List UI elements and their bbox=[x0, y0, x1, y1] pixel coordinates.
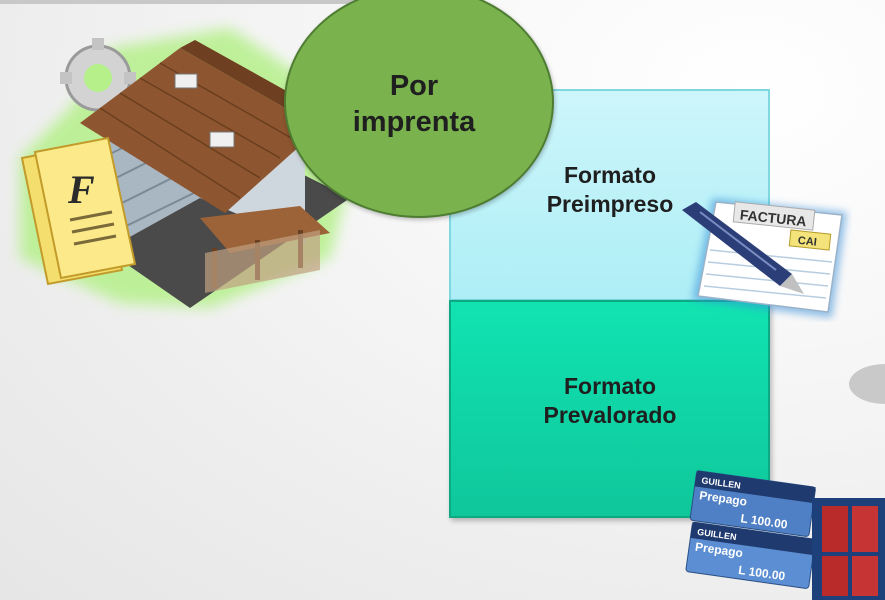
svg-text:Prepago: Prepago bbox=[698, 488, 747, 509]
pen-icon bbox=[682, 202, 804, 294]
panel-bottom-line-1: Formato bbox=[564, 373, 656, 399]
prepaid-cards-illustration: GUILLEN Prepago L 100.00 GUILLEN Prepago… bbox=[685, 470, 885, 600]
oval-line-1: Por bbox=[389, 70, 439, 102]
document-icon: F bbox=[20, 136, 137, 286]
svg-text:L 100.00: L 100.00 bbox=[740, 511, 789, 531]
formato-prevalorado-label: Formato Prevalorado bbox=[505, 372, 715, 430]
partial-shape bbox=[849, 364, 885, 404]
panel-top-line-2: Preimpreso bbox=[546, 190, 674, 217]
prepaid-card: GUILLEN Prepago L 100.00 bbox=[689, 470, 816, 537]
cai-text: CAI bbox=[797, 235, 817, 249]
formato-preimpreso-label: Formato Preimpreso bbox=[505, 161, 715, 219]
svg-text:Prepago: Prepago bbox=[694, 540, 743, 561]
oval-line-2: imprenta bbox=[352, 106, 476, 139]
invoice-illustration: FACTURA CAI bbox=[682, 198, 847, 318]
factory-illustration: F bbox=[20, 28, 350, 308]
por-imprenta-oval bbox=[284, 0, 554, 218]
por-imprenta-label: Por imprenta bbox=[334, 68, 494, 141]
panel-top-line-1: Formato bbox=[564, 162, 656, 188]
gear-icon bbox=[60, 38, 136, 112]
prepaid-card: GUILLEN Prepago L 100.00 bbox=[685, 521, 816, 589]
svg-text:L 100.00: L 100.00 bbox=[737, 563, 786, 583]
top-divider bbox=[0, 0, 460, 4]
card-package bbox=[812, 498, 885, 600]
svg-text:F: F bbox=[67, 167, 95, 212]
factura-text: FACTURA bbox=[739, 206, 807, 229]
panel-bottom-line-2: Prevalorado bbox=[543, 401, 677, 428]
